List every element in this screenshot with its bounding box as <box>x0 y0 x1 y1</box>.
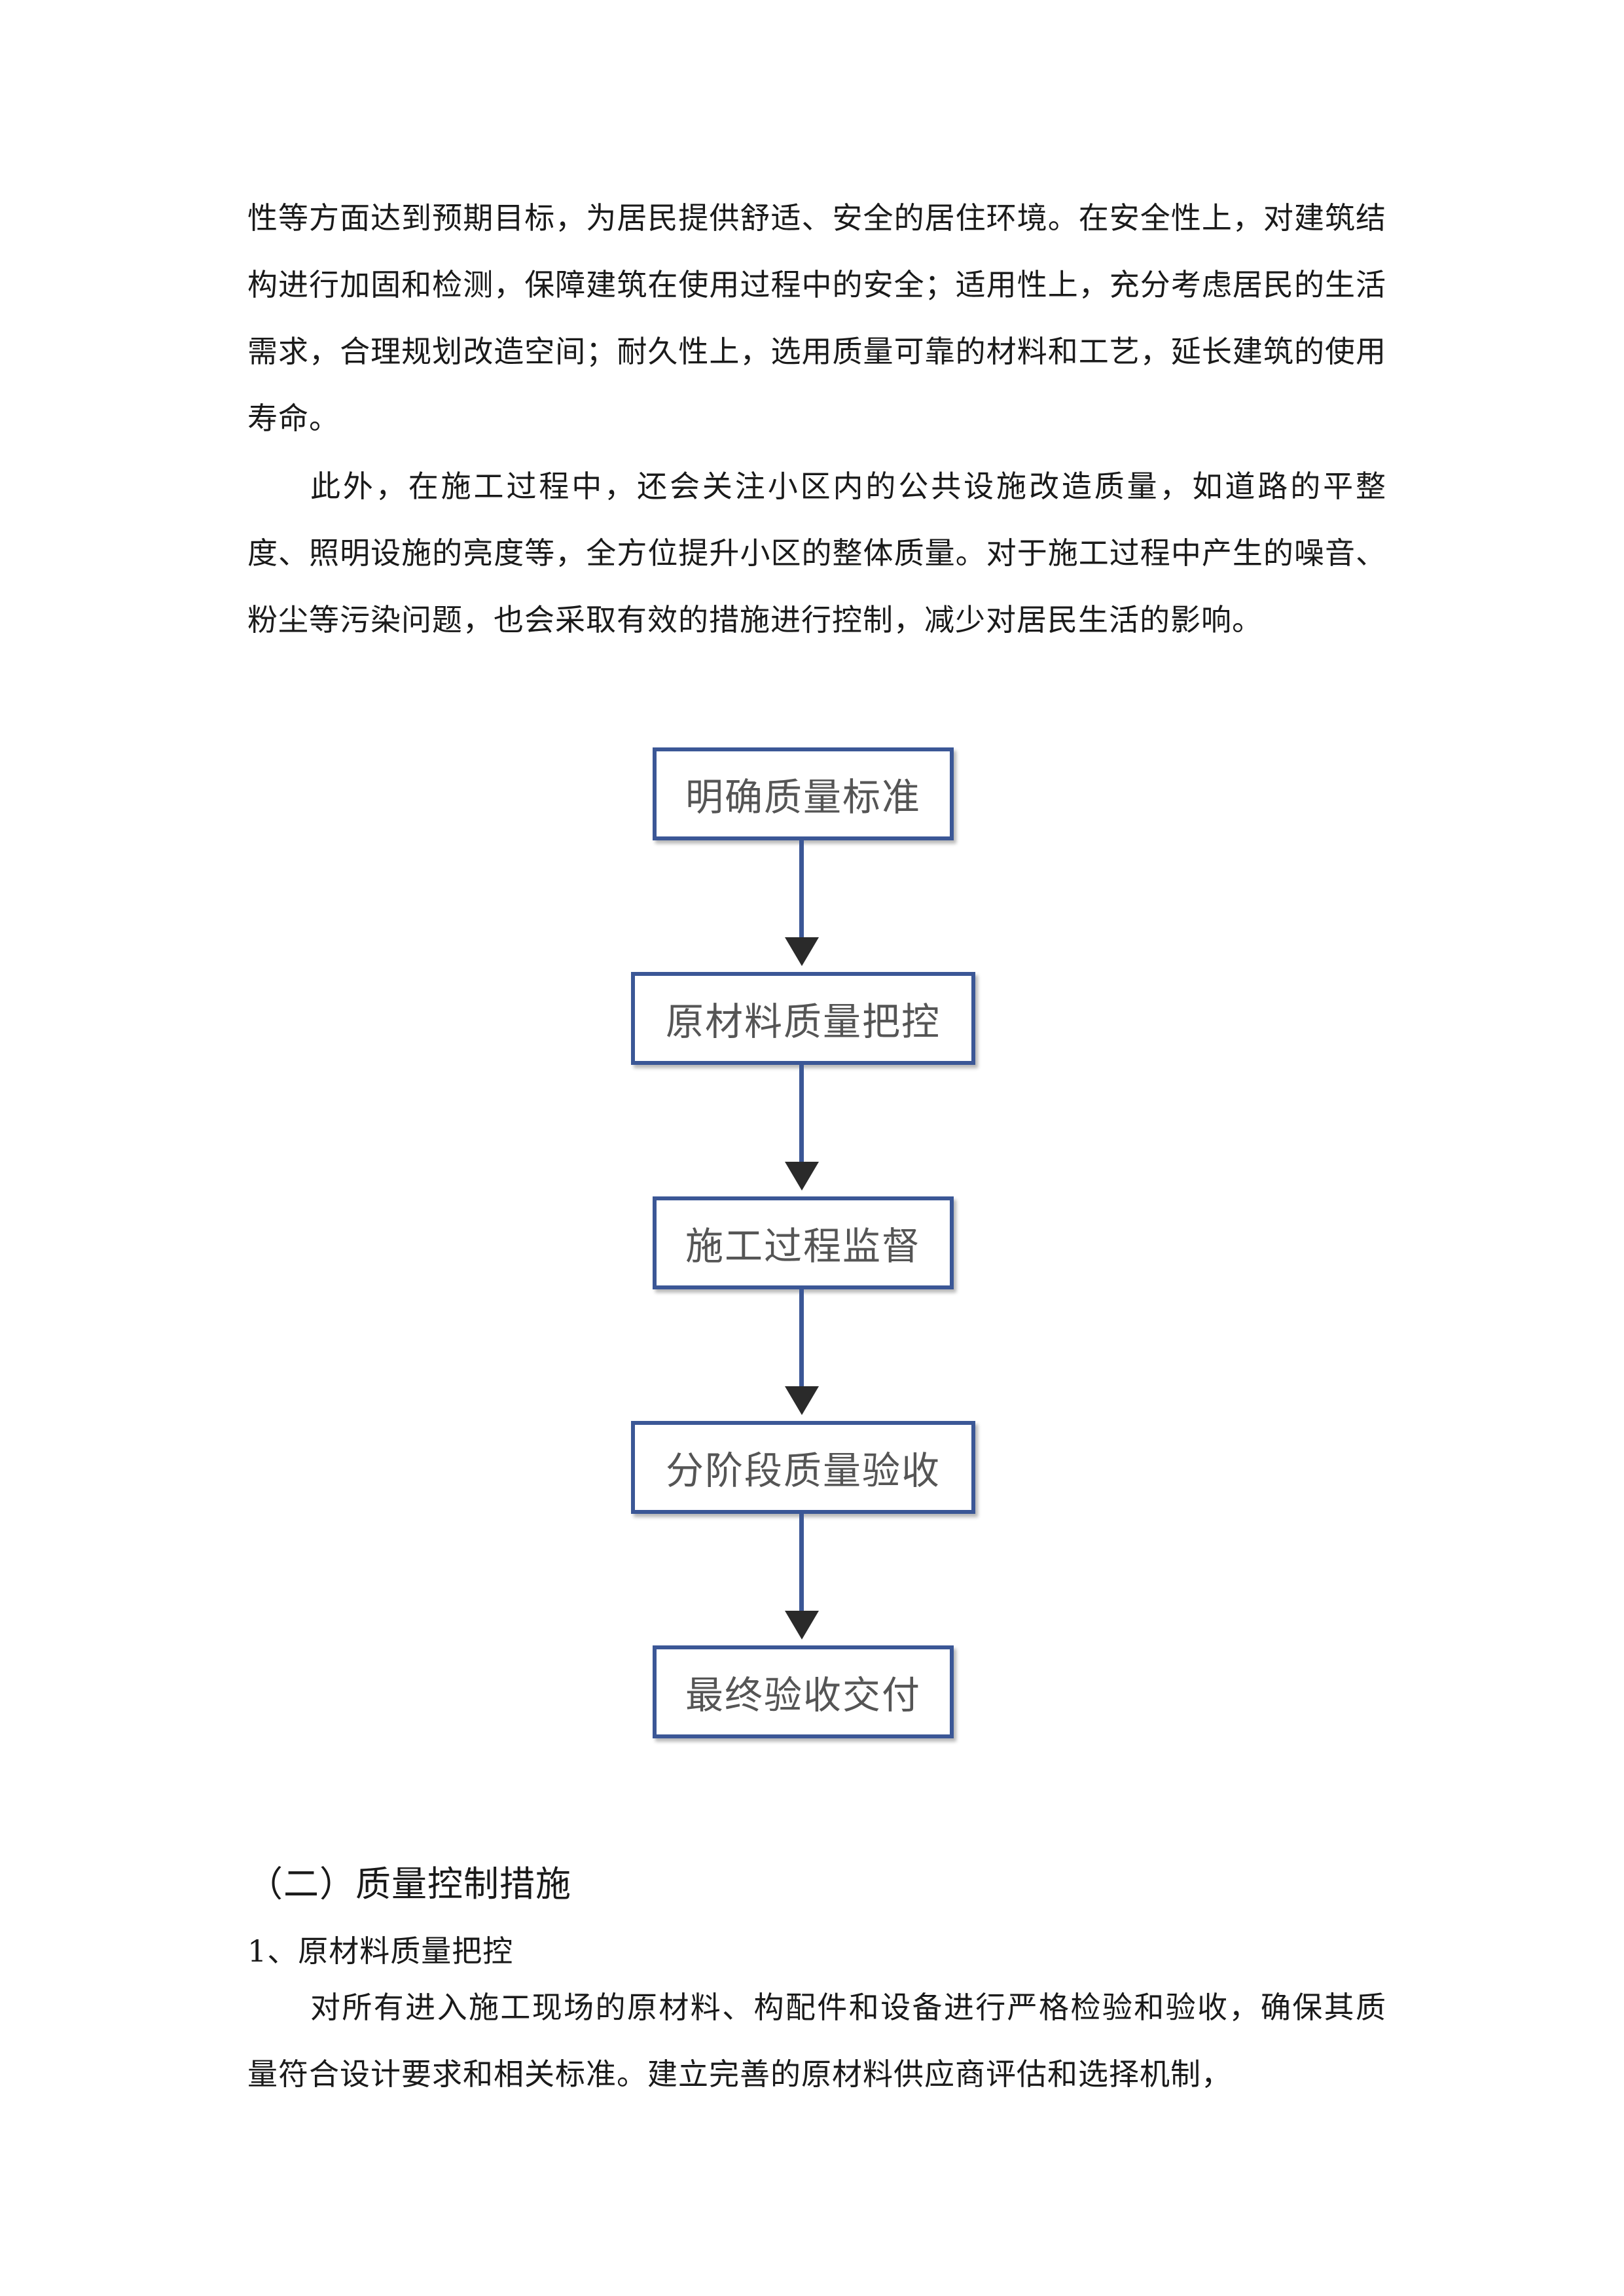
arrow-down-icon <box>785 1386 819 1415</box>
flow-connector <box>799 1289 804 1388</box>
flow-step-material-control: 原材料质量把控 <box>631 972 975 1065</box>
flow-connector <box>799 840 804 939</box>
flow-step-label: 明确质量标准 <box>685 775 921 819</box>
paragraph-text: 此外，在施工过程中，还会关注小区内的公共设施改造质量，如道路的平整度、照明设施的… <box>247 469 1386 637</box>
flow-step-label: 最终验收交付 <box>685 1673 921 1717</box>
section-heading: （二）质量控制措施 <box>247 1863 571 1905</box>
flow-step-label: 施工过程监督 <box>685 1224 921 1268</box>
flow-step-construction-supervision: 施工过程监督 <box>653 1196 954 1289</box>
arrow-down-icon <box>785 1611 819 1640</box>
flow-step-final-delivery: 最终验收交付 <box>653 1645 954 1738</box>
paragraph: 此外，在施工过程中，还会关注小区内的公共设施改造质量，如道路的平整度、照明设施的… <box>247 453 1386 653</box>
arrow-down-icon <box>785 1162 819 1191</box>
flow-connector <box>799 1514 804 1612</box>
paragraph-text: 性等方面达到预期目标，为居民提供舒适、安全的居住环境。在安全性上，对建筑结构进行… <box>247 200 1386 436</box>
paragraph-text: 对所有进入施工现场的原材料、构配件和设备进行严格检验和验收，确保其质量符合设计要… <box>247 1990 1386 2092</box>
arrow-down-icon <box>785 937 819 966</box>
flow-step-label: 原材料质量把控 <box>665 999 941 1044</box>
paragraph: 性等方面达到预期目标，为居民提供舒适、安全的居住环境。在安全性上，对建筑结构进行… <box>247 185 1386 452</box>
flow-connector <box>799 1065 804 1163</box>
flow-step-staged-acceptance: 分阶段质量验收 <box>631 1421 975 1514</box>
subsection-heading: 1、原材料质量把控 <box>247 1933 514 1969</box>
flow-step-label: 分阶段质量验收 <box>665 1448 941 1493</box>
flow-step-define-standards: 明确质量标准 <box>653 747 954 840</box>
paragraph: 对所有进入施工现场的原材料、构配件和设备进行严格检验和验收，确保其质量符合设计要… <box>247 1974 1386 2108</box>
